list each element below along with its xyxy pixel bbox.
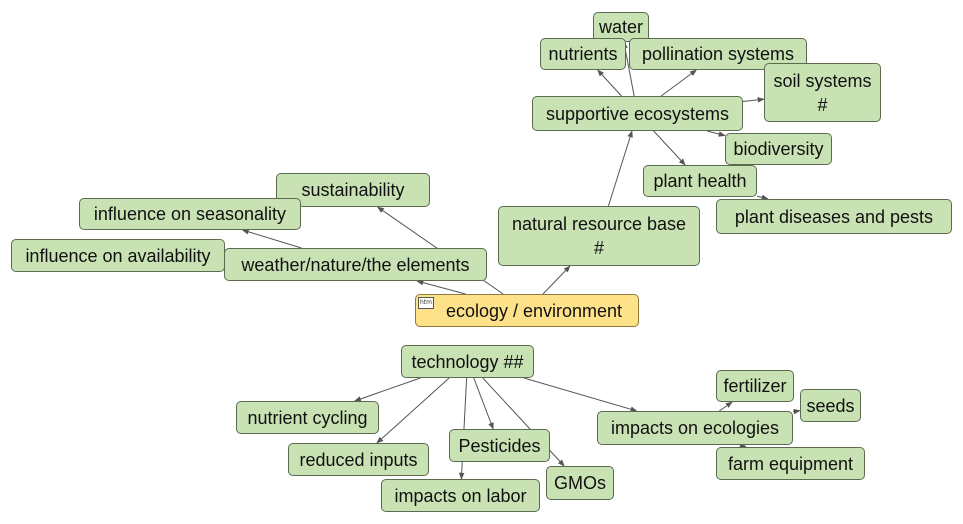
html-page-icon: htm: [418, 297, 434, 309]
node-reduced-inputs[interactable]: reduced inputs: [288, 443, 429, 476]
node-mark: #: [817, 94, 828, 115]
node-label: influence on seasonality: [93, 204, 287, 224]
node-plant-diseases-and-pests[interactable]: plant diseases and pests: [716, 199, 952, 234]
node-label: sustainability: [301, 180, 405, 200]
node-label: biodiversity: [733, 139, 824, 159]
edge-technology-to-reduced_inputs: [376, 377, 450, 444]
node-plant-health[interactable]: plant health: [643, 165, 757, 197]
node-influence-on-seasonality[interactable]: influence on seasonality: [79, 198, 301, 230]
node-mark: #: [593, 238, 604, 258]
node-supportive-ecosystems[interactable]: supportive ecosystems: [532, 96, 743, 131]
edge-supportive_ecosystems-to-nutrients: [597, 69, 622, 97]
node-impacts-on-ecologies[interactable]: impacts on ecologies: [597, 411, 793, 445]
node-label: supportive ecosystems: [545, 103, 730, 124]
edge-impacts_on_ecologies-to-seeds: [792, 408, 801, 415]
node-label: soil systems: [773, 70, 872, 91]
edge-ecology_environment-to-natural_resource_base: [542, 265, 571, 295]
edge-weather_nature-to-influence_on_seasonality: [241, 229, 302, 249]
node-label: nutrients: [548, 44, 618, 64]
edge-ecology_environment-to-weather_nature: [416, 279, 466, 295]
node-fertilizer[interactable]: fertilizer: [716, 370, 794, 402]
edge-supportive_ecosystems-to-plant_health: [653, 130, 686, 166]
node-water[interactable]: water: [593, 12, 649, 42]
node-label: natural resource base: [511, 214, 687, 234]
node-impacts-on-labor[interactable]: impacts on labor: [381, 479, 540, 512]
node-label: reduced inputs: [299, 449, 418, 470]
node-ecology-environment[interactable]: htm ecology / environment: [415, 294, 639, 327]
edge-supportive_ecosystems-to-biodiversity: [706, 130, 726, 137]
edge-supportive_ecosystems-to-soil_systems: [742, 97, 765, 103]
node-label: impacts on ecologies: [610, 418, 780, 438]
node-label: ecology / environment: [445, 300, 623, 321]
node-label: farm equipment: [727, 453, 854, 474]
node-seeds[interactable]: seeds: [800, 389, 861, 422]
node-technology[interactable]: technology ##: [401, 345, 534, 378]
node-influence-on-availability[interactable]: influence on availability: [11, 239, 225, 272]
edge-technology-to-nutrient_cycling: [353, 377, 421, 402]
node-soil-systems[interactable]: soil systems #: [764, 63, 881, 122]
node-label: water: [598, 17, 643, 37]
node-nutrients[interactable]: nutrients: [540, 38, 626, 70]
node-label: technology ##: [411, 351, 524, 372]
node-label: impacts on labor: [394, 485, 527, 506]
node-label: weather/nature/the elements: [241, 254, 470, 275]
node-weather-nature-elements[interactable]: weather/nature/the elements: [224, 248, 487, 281]
node-gmos[interactable]: GMOs: [546, 466, 614, 500]
edge-technology-to-pesticides: [473, 377, 494, 430]
edge-technology-to-gmos: [482, 377, 565, 467]
edge-impacts_on_ecologies-to-farm_equipment: [739, 442, 747, 448]
edge-impacts_on_ecologies-to-fertilizer: [718, 401, 733, 412]
node-label: Pesticides: [458, 435, 541, 456]
edge-plant_health-to-plant_diseases: [756, 194, 769, 201]
node-pesticides[interactable]: Pesticides: [449, 429, 550, 462]
edge-technology-to-impacts_on_ecologies: [523, 377, 638, 412]
node-nutrient-cycling[interactable]: nutrient cycling: [236, 401, 379, 434]
node-label: fertilizer: [723, 376, 787, 396]
node-label: influence on availability: [25, 245, 211, 266]
node-label: plant health: [653, 171, 747, 191]
node-biodiversity[interactable]: biodiversity: [725, 133, 832, 165]
node-label: nutrient cycling: [247, 407, 368, 428]
node-farm-equipment[interactable]: farm equipment: [716, 447, 865, 480]
edge-supportive_ecosystems-to-pollination_systems: [660, 69, 697, 97]
node-label: GMOs: [554, 473, 606, 493]
node-label: plant diseases and pests: [734, 206, 934, 227]
edge-technology-to-impacts_on_labor: [458, 377, 468, 480]
node-natural-resource-base[interactable]: natural resource base #: [498, 206, 700, 266]
node-label: pollination systems: [641, 44, 795, 64]
node-label: seeds: [806, 395, 855, 416]
edge-natural_resource_base-to-supportive_ecosystems: [607, 130, 633, 207]
node-sustainability[interactable]: sustainability: [276, 173, 430, 207]
